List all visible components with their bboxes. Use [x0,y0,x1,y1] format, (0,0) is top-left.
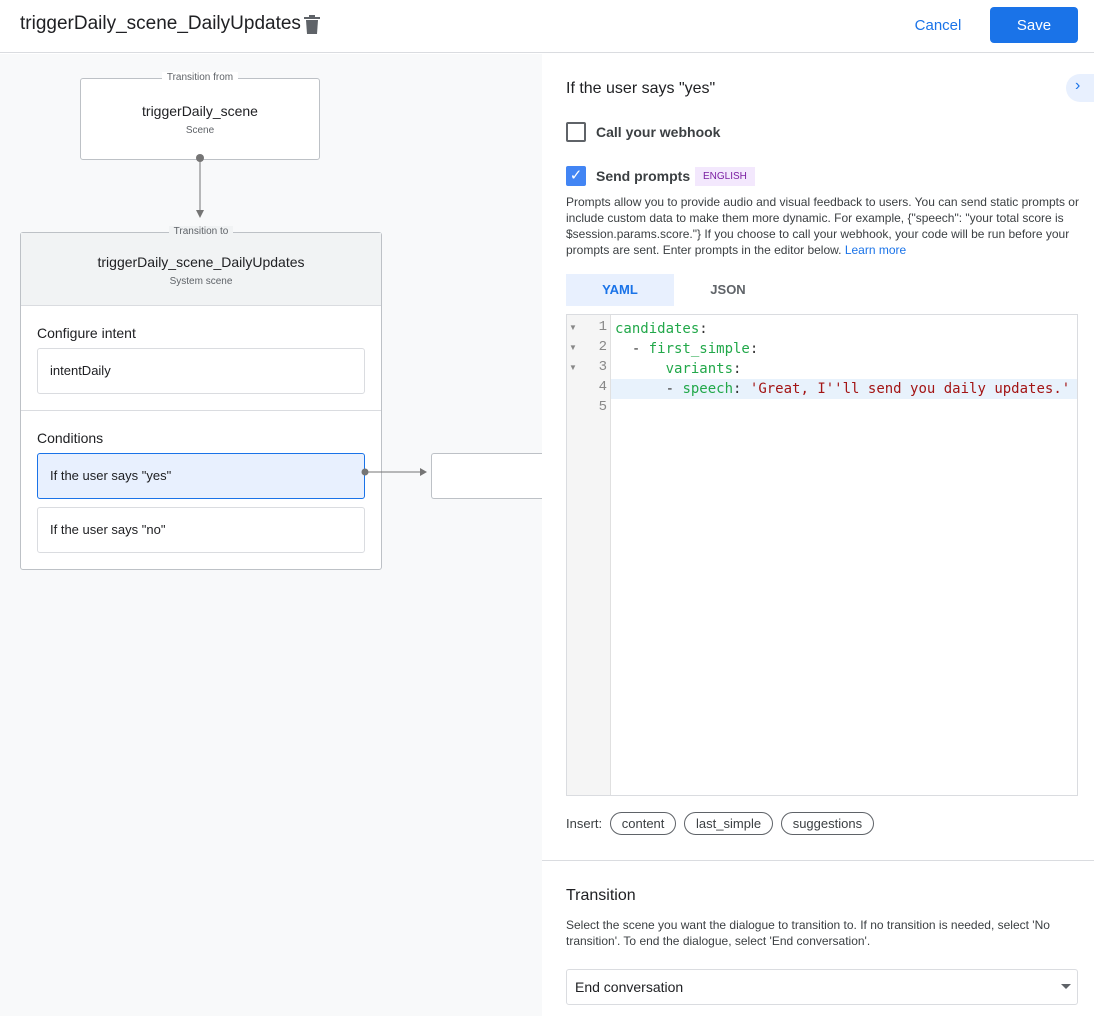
scene-name: triggerDaily_scene_DailyUpdates [21,254,381,270]
send-prompts-checkbox[interactable]: ✓ [566,166,586,186]
description-text: Prompts allow you to provide audio and v… [566,195,1079,257]
conditions-label: Conditions [37,430,103,446]
transition-title: Transition [566,887,636,905]
condition-yes[interactable]: If the user says "yes" [37,453,365,499]
transition-to-card: Transition to triggerDaily_scene_DailyUp… [20,232,382,570]
trash-icon[interactable] [304,15,320,34]
collapse-panel-icon[interactable]: › [1066,74,1094,102]
scene-type: System scene [21,276,381,287]
flow-canvas: Transition from triggerDaily_scene Scene… [0,54,542,1016]
legend: Transition from [162,72,238,83]
intent-item[interactable]: intentDaily [37,348,365,394]
transition-description: Select the scene you want the dialogue t… [566,917,1066,949]
webhook-checkbox[interactable] [566,122,586,142]
line-number: 1 [567,319,611,339]
code-line-active: - speech: 'Great, I''ll send you daily u… [611,379,1077,399]
panel-heading: If the user says "yes" [566,80,715,98]
line-number: 2 [567,339,611,359]
line-number: 5 [567,399,611,419]
save-button[interactable]: Save [990,7,1078,43]
language-badge: ENGLISH [695,167,755,186]
divider [542,860,1094,861]
legend: Transition to [169,226,234,237]
code-line: variants: [611,359,1077,379]
line-number: 3 [567,359,611,379]
condition-connector [360,467,430,477]
side-panel: › If the user says "yes" Call your webho… [542,54,1094,1016]
configure-intent-label: Configure intent [37,325,136,341]
tab-yaml[interactable]: YAML [566,274,674,306]
webhook-label: Call your webhook [596,124,720,140]
dropdown-arrow-icon [1061,984,1071,994]
page-title: triggerDaily_scene_DailyUpdates [20,13,301,35]
transition-from-card[interactable]: Transition from triggerDaily_scene Scene [80,78,320,160]
transition-select[interactable]: End conversation [566,969,1078,1005]
cancel-button[interactable]: Cancel [905,10,971,40]
transition-value: End conversation [575,979,683,995]
condition-no[interactable]: If the user says "no" [37,507,365,553]
connector-arrow [190,154,210,224]
learn-more-link[interactable]: Learn more [845,243,906,257]
code-editor[interactable]: ▼ ▼ ▼ 1 2 3 4 5 candidates: - first_simp… [566,314,1078,796]
insert-chip-last-simple[interactable]: last_simple [684,812,773,835]
scene-name: triggerDaily_scene [81,103,319,119]
top-bar: triggerDaily_scene_DailyUpdates Cancel S… [0,0,1094,53]
prompts-description: Prompts allow you to provide audio and v… [566,194,1082,258]
insert-chip-content[interactable]: content [610,812,677,835]
scene-type: Scene [81,125,319,136]
insert-chip-suggestions[interactable]: suggestions [781,812,874,835]
code-line: - first_simple: [611,339,1077,359]
insert-label: Insert: [566,816,602,831]
insert-row: Insert: content last_simple suggestions [566,812,874,835]
send-prompts-label: Send prompts [596,168,690,184]
tab-json[interactable]: JSON [674,274,782,306]
code-line: candidates: [611,319,1077,339]
target-scene-placeholder[interactable] [431,453,542,499]
line-number: 4 [567,379,611,399]
